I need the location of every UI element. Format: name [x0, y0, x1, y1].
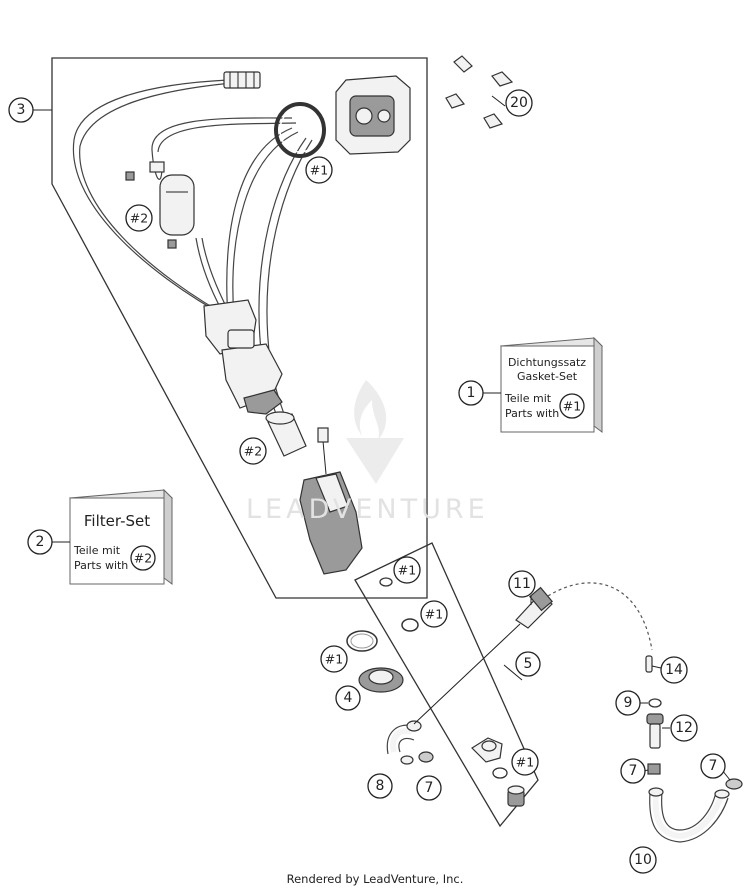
dashed-hose — [547, 582, 653, 651]
wire-connector — [223, 71, 261, 89]
svg-text:20: 20 — [510, 95, 528, 111]
hose-clamp-lower — [167, 239, 177, 249]
fitting-12 — [646, 713, 664, 749]
assembly-frame-3 — [51, 57, 428, 599]
callout-3: 3 — [8, 97, 34, 123]
filter-set-line1: Teile mit — [73, 544, 121, 557]
gasket-set-line4: Parts with — [505, 407, 559, 420]
svg-text:7: 7 — [709, 758, 718, 774]
fitting-elbow — [471, 737, 503, 763]
svg-text:5: 5 — [524, 656, 533, 672]
svg-text:#1: #1 — [516, 755, 534, 770]
svg-text:#2: #2 — [130, 211, 148, 226]
footer-credit: Rendered by LeadVenture, Inc. — [286, 872, 464, 886]
filter-set-box: Filter-Set Teile mit Parts with #2 — [68, 488, 174, 585]
callout-20: 20 — [505, 89, 533, 117]
svg-text:14: 14 — [665, 662, 683, 678]
pin-14 — [645, 655, 653, 673]
clamp-7-left — [418, 751, 434, 763]
svg-text:9: 9 — [624, 695, 633, 711]
filter-sleeve — [265, 411, 307, 457]
svg-text:3: 3 — [17, 102, 26, 118]
flange-o-ring — [274, 102, 326, 158]
filter-set-line2: Parts with — [74, 559, 128, 572]
gasket-set-line3: Teile mit — [504, 392, 552, 405]
gasket-ring — [346, 630, 378, 652]
svg-text:#1: #1 — [325, 652, 343, 667]
o-ring-strip-mid — [401, 618, 419, 632]
callout-4: 4 — [335, 685, 361, 711]
elbow-hose-8 — [386, 720, 422, 765]
ref-1-strip-low: #1 — [511, 748, 539, 776]
ref-1-strip-mid: #1 — [420, 600, 448, 628]
pump-flange — [335, 75, 411, 155]
ref-1-flange: #1 — [305, 156, 333, 184]
callout-7-left: 7 — [416, 775, 442, 801]
ref-2-filter: #2 — [125, 204, 153, 232]
quick-connector-11 — [515, 586, 553, 629]
callout-8: 8 — [367, 773, 393, 799]
clamp-7-right — [725, 778, 743, 790]
ref-1-strip-top: #1 — [393, 556, 421, 584]
gasket-set-box: Dichtungssatz Gasket-Set Teile mit Parts… — [499, 336, 604, 433]
callout-7-middle: 7 — [620, 758, 646, 784]
svg-text:1: 1 — [467, 385, 476, 401]
filter-set-title: Filter-Set — [84, 512, 150, 530]
svg-text:#2: #2 — [244, 444, 262, 459]
fuel-pump-module — [203, 299, 283, 415]
o-ring-strip-top — [379, 577, 393, 587]
filter-set-ref: #2 — [134, 551, 152, 566]
screws-20 — [445, 55, 514, 129]
svg-text:8: 8 — [376, 778, 385, 794]
callout-12: 12 — [670, 714, 698, 742]
watermark-logo — [346, 380, 404, 484]
svg-text:#1: #1 — [310, 163, 328, 178]
o-ring-9 — [648, 698, 662, 708]
watermark-text: LEADVENTURE — [246, 494, 489, 525]
svg-text:11: 11 — [513, 576, 531, 592]
callout-9: 9 — [615, 690, 641, 716]
callout-14: 14 — [660, 656, 688, 684]
callout-11: 11 — [508, 570, 536, 598]
hose-10 — [648, 787, 730, 843]
callout-10: 10 — [629, 846, 657, 874]
svg-text:7: 7 — [425, 780, 434, 796]
part-4-nut — [358, 667, 404, 693]
o-ring-strip-low — [492, 767, 508, 779]
gasket-set-line2: Gasket-Set — [517, 370, 578, 383]
ref-1-gasket: #1 — [320, 645, 348, 673]
svg-text:#1: #1 — [398, 563, 416, 578]
svg-text:10: 10 — [634, 852, 652, 868]
pump-housing — [299, 427, 363, 575]
svg-text:#1: #1 — [425, 607, 443, 622]
gasket-set-ref: #1 — [563, 399, 581, 414]
strip-connector — [507, 785, 525, 807]
fuel-line — [413, 623, 521, 725]
callout-2: 2 — [27, 529, 53, 555]
leader-lines — [33, 95, 731, 781]
callout-1: 1 — [458, 380, 484, 406]
svg-text:7: 7 — [629, 763, 638, 779]
callout-5: 5 — [515, 651, 541, 677]
gasket-set-line1: Dichtungssatz — [508, 356, 586, 369]
callout-7-right: 7 — [700, 753, 726, 779]
fuel-filter — [149, 161, 195, 236]
assembly-frame-5 — [354, 542, 539, 828]
svg-text:12: 12 — [675, 720, 693, 736]
svg-text:4: 4 — [344, 690, 353, 706]
clamp-7-middle — [647, 763, 661, 775]
hose-clamp-upper — [125, 171, 135, 181]
svg-text:2: 2 — [36, 534, 45, 550]
ref-2-sleeve: #2 — [239, 437, 267, 465]
